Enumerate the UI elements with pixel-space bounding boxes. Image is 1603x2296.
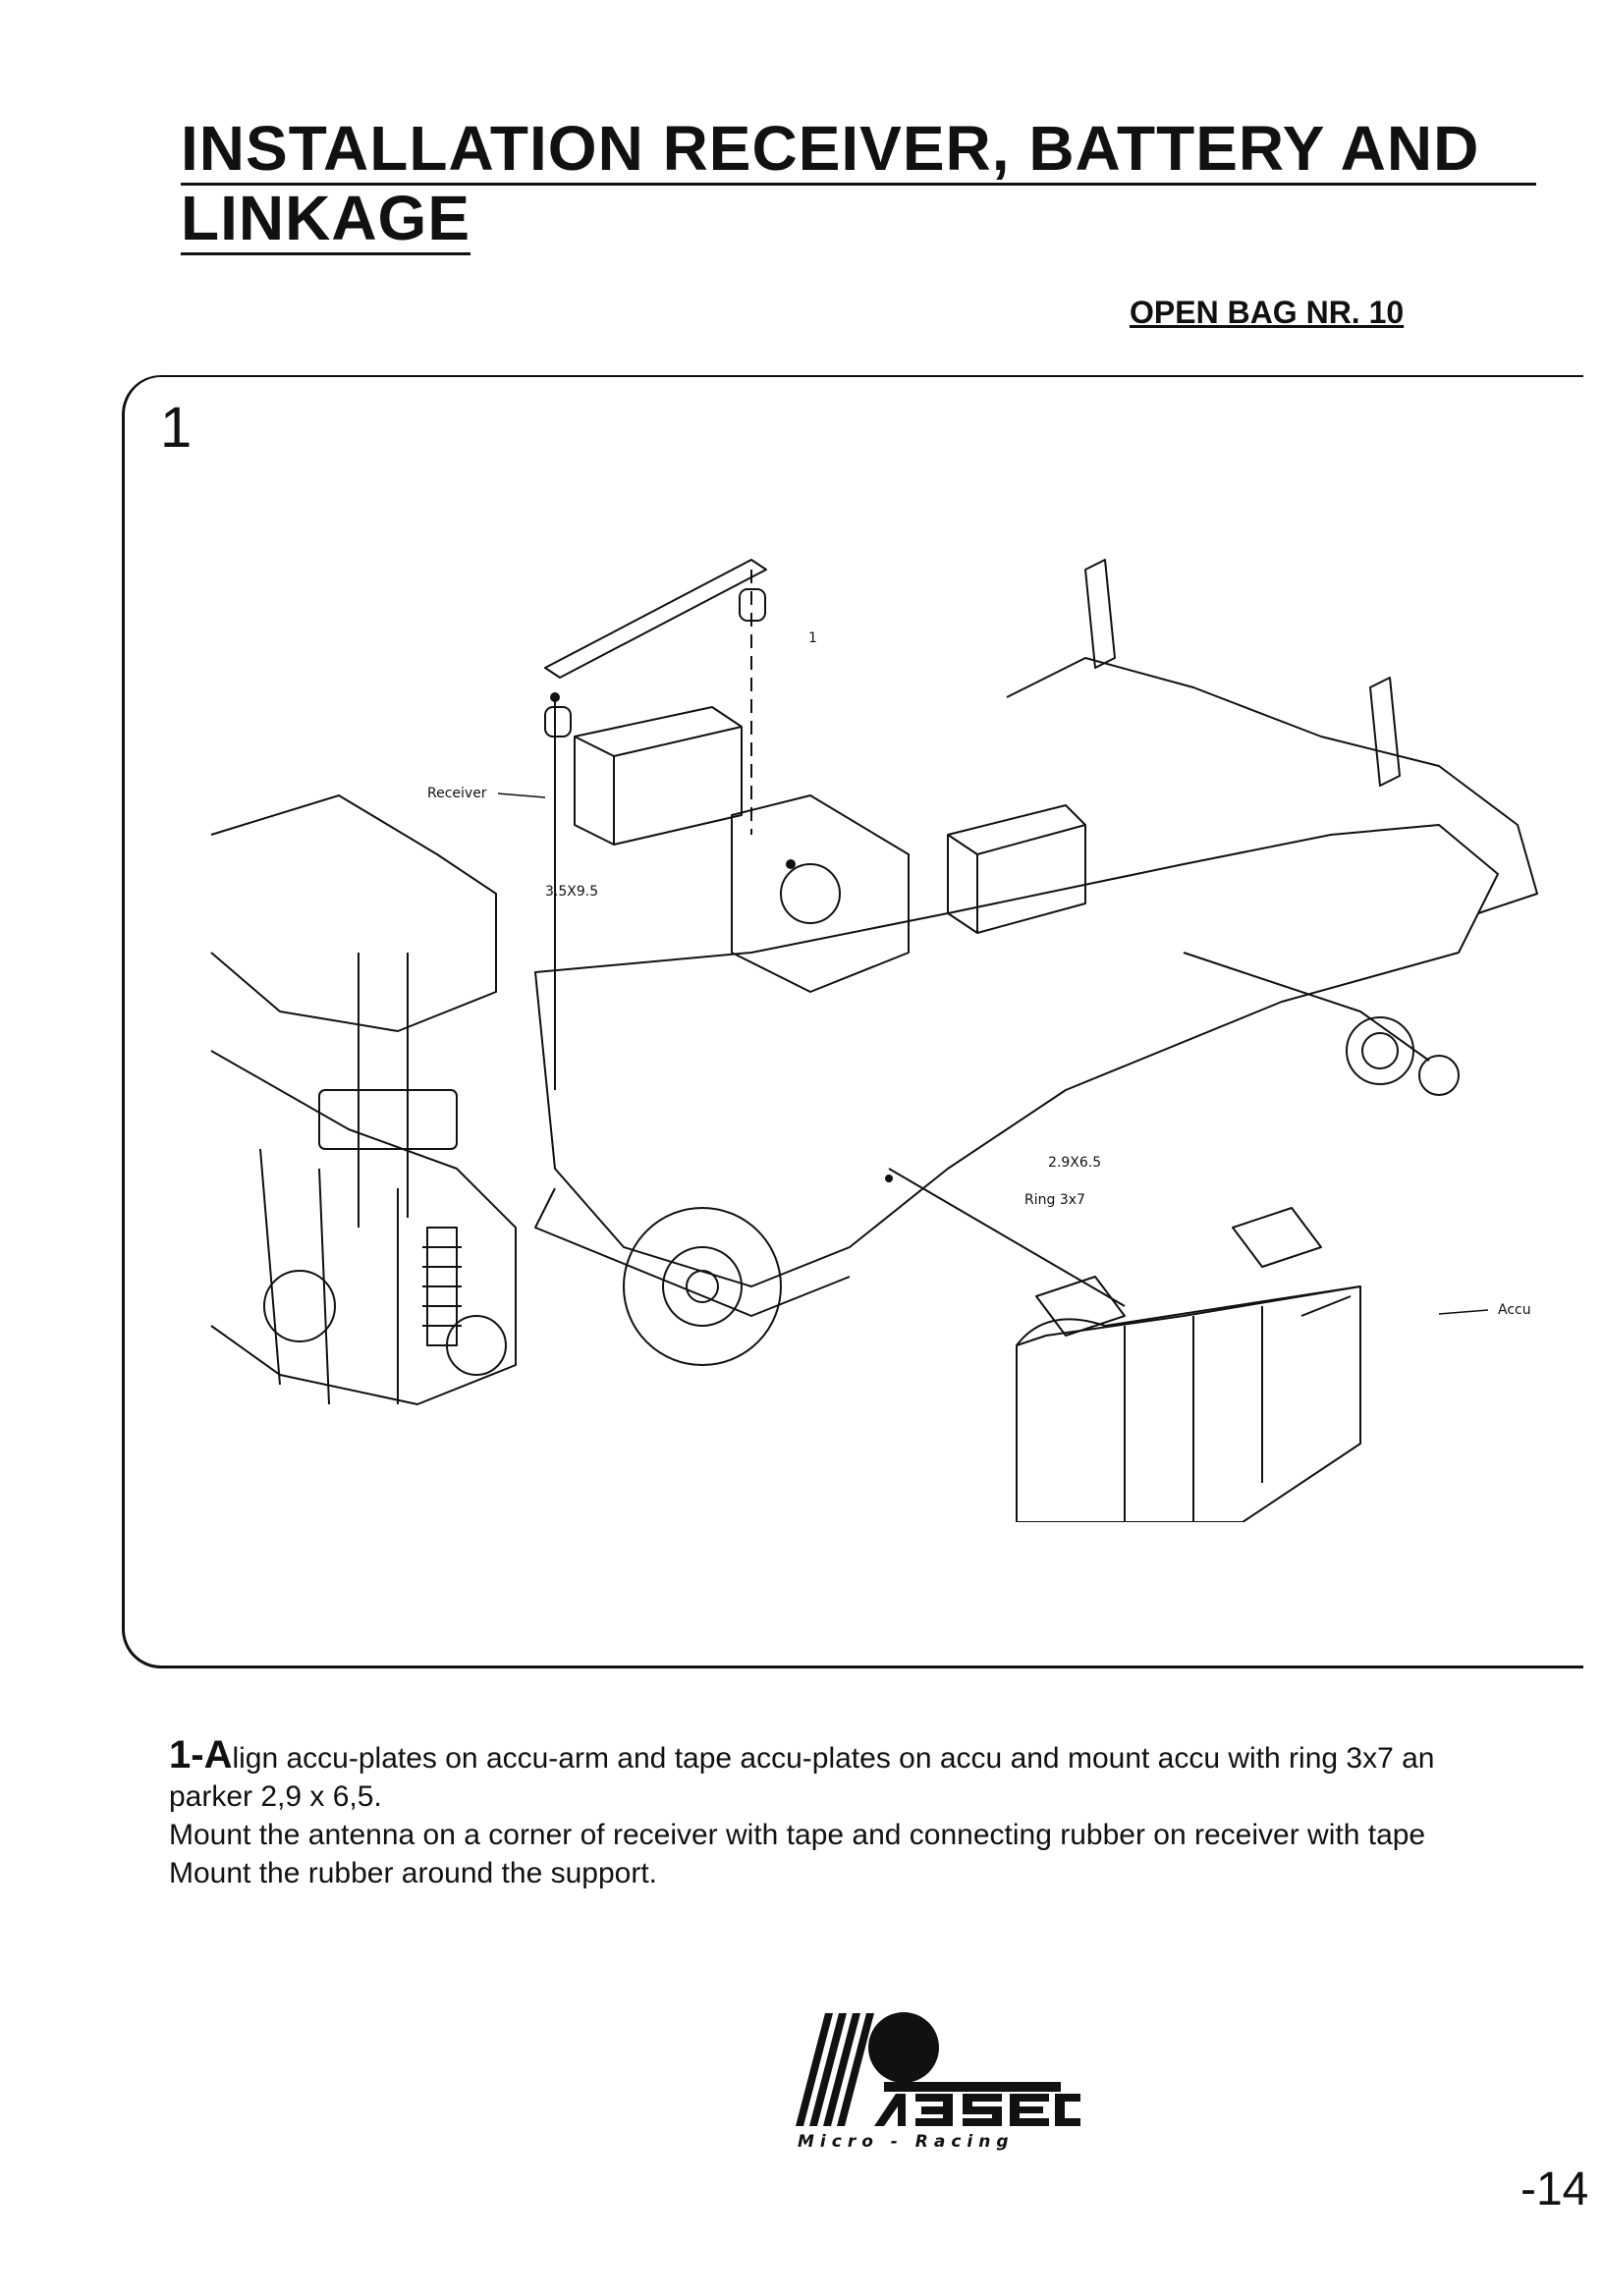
instruction-line-3: Mount the antenna on a corner of receive… (169, 1819, 1426, 1851)
callout-screw: 3.5X9.5 (545, 884, 598, 900)
callout-accu: Accu (1498, 1302, 1531, 1318)
callout-parker: 2.9X6.5 (1048, 1155, 1101, 1171)
callout-receiver: Receiver (427, 786, 487, 801)
figure-panel (122, 375, 1583, 1668)
arsec-logo: Micro - Racing (796, 2012, 1080, 2151)
instruction-line-2: parker 2,9 x 6,5. (169, 1780, 382, 1813)
chassis-plate (534, 824, 1499, 1287)
callout-part-one: 1 (808, 630, 817, 646)
bag-number: OPEN BAG NR. 10 (1130, 295, 1405, 330)
step-lead: 1-A (169, 1736, 233, 1777)
page-title: INSTALLATION RECEIVER, BATTERY AND LINKA… (181, 116, 1536, 255)
title-line-2: LINKAGE (181, 183, 470, 255)
step-number: 1 (160, 396, 193, 460)
accu-pack (1016, 1285, 1361, 1522)
callout-ring: Ring 3x7 (1024, 1192, 1085, 1208)
servo-box (947, 804, 1086, 934)
instruction-line-4: Mount the rubber around the support. (169, 1857, 657, 1889)
title-line-1: INSTALLATION RECEIVER, BATTERY AND (181, 116, 1536, 186)
instruction-line-1: 1-Align accu-plates on accu-arm and tape… (169, 1736, 1583, 1777)
page-number: -14 (1520, 2163, 1589, 2215)
main-gear (623, 1207, 782, 1366)
receiver-box (574, 706, 743, 846)
logo-tagline: Micro - Racing (798, 2132, 1015, 2151)
support-bar (544, 559, 767, 679)
instructions: 1-Align accu-plates on accu-arm and tape… (169, 1736, 1583, 1892)
assembly-drawing: Receiver 3.5X9.5 1 2.9X6.5 Ring 3x7 Accu (210, 559, 1538, 1522)
